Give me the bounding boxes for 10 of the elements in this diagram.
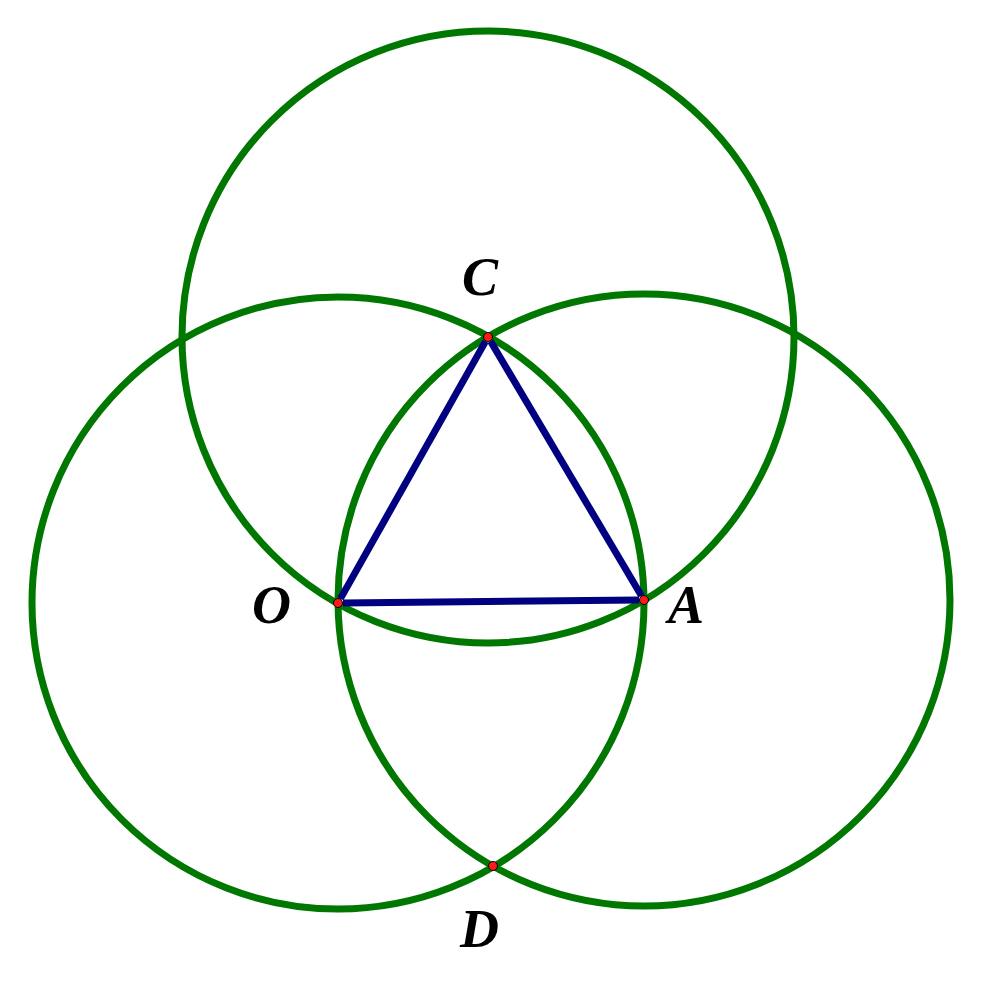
point-dot xyxy=(483,332,493,342)
line-segment xyxy=(342,596,640,607)
point-dot xyxy=(639,595,649,605)
point-dot xyxy=(488,861,498,871)
line-segment xyxy=(487,339,645,598)
line-segment xyxy=(337,339,489,601)
point-label: C xyxy=(462,250,499,304)
point-dot xyxy=(333,598,343,608)
point-label: D xyxy=(460,902,499,956)
point-label: O xyxy=(252,578,291,632)
